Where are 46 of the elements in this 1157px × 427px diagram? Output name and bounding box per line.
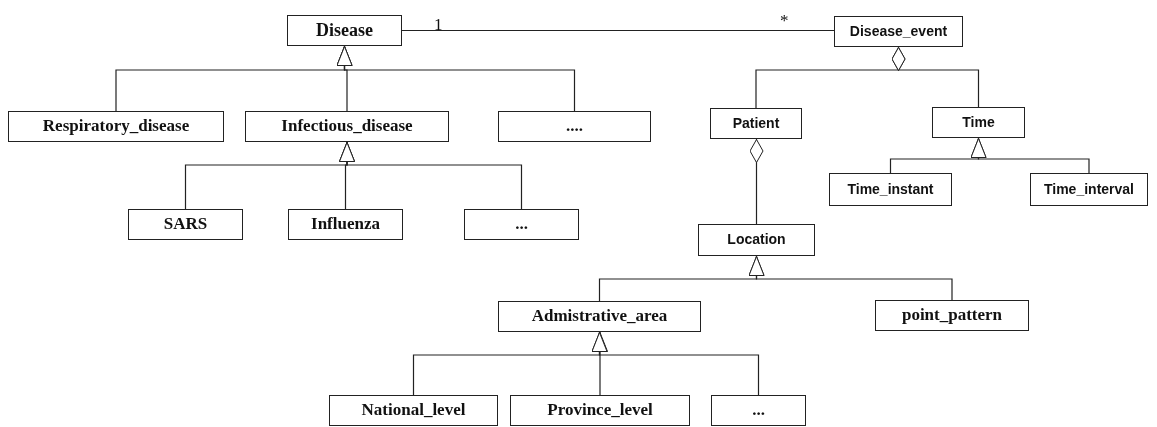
class-name: .... bbox=[566, 117, 583, 136]
class-name: Admistrative_area bbox=[531, 307, 668, 326]
class-name: Time bbox=[962, 114, 995, 131]
multiplicity-label: * bbox=[780, 12, 789, 29]
class-name: ... bbox=[515, 215, 528, 234]
class-box bbox=[329, 395, 498, 426]
class-name: point_pattern bbox=[901, 306, 1003, 325]
class-box bbox=[287, 15, 402, 46]
class-box bbox=[288, 209, 403, 240]
class-name: Disease bbox=[316, 20, 373, 41]
class-box bbox=[875, 300, 1029, 331]
class-box bbox=[498, 301, 701, 332]
class-box bbox=[829, 173, 952, 206]
class-box bbox=[245, 111, 449, 142]
multiplicity-label: 1 bbox=[434, 16, 443, 33]
class-box bbox=[711, 395, 806, 426]
generalization-arrow bbox=[748, 255, 953, 301]
generalization-arrow bbox=[339, 141, 523, 210]
class-box bbox=[932, 107, 1025, 138]
class-box bbox=[698, 224, 815, 256]
generalization-arrow bbox=[591, 331, 760, 396]
class-name: Patient bbox=[732, 115, 780, 132]
class-name: Time_interval bbox=[1044, 181, 1134, 198]
aggregation-line bbox=[891, 46, 980, 108]
class-name: National_level bbox=[361, 401, 466, 420]
class-name: Influenza bbox=[311, 215, 380, 234]
class-box bbox=[128, 209, 243, 240]
class-name: Time_instant bbox=[847, 181, 934, 198]
class-name: ... bbox=[752, 401, 765, 420]
association-line bbox=[401, 29, 835, 32]
class-box bbox=[710, 108, 802, 139]
class-name: Disease_event bbox=[849, 23, 948, 40]
class-box bbox=[464, 209, 579, 240]
generalization-arrow bbox=[336, 45, 576, 112]
class-name: Province_level bbox=[547, 401, 653, 420]
aggregation-line bbox=[749, 138, 764, 225]
generalization-arrow bbox=[970, 137, 1090, 174]
class-box bbox=[1030, 173, 1148, 206]
class-name: Infectious_disease bbox=[281, 117, 413, 136]
class-box bbox=[8, 111, 224, 142]
class-name: SARS bbox=[163, 215, 208, 234]
class-name: Respiratory_disease bbox=[42, 117, 190, 136]
class-box bbox=[510, 395, 690, 426]
class-name: Location bbox=[727, 232, 786, 248]
class-box bbox=[834, 16, 963, 47]
class-box bbox=[498, 111, 651, 142]
